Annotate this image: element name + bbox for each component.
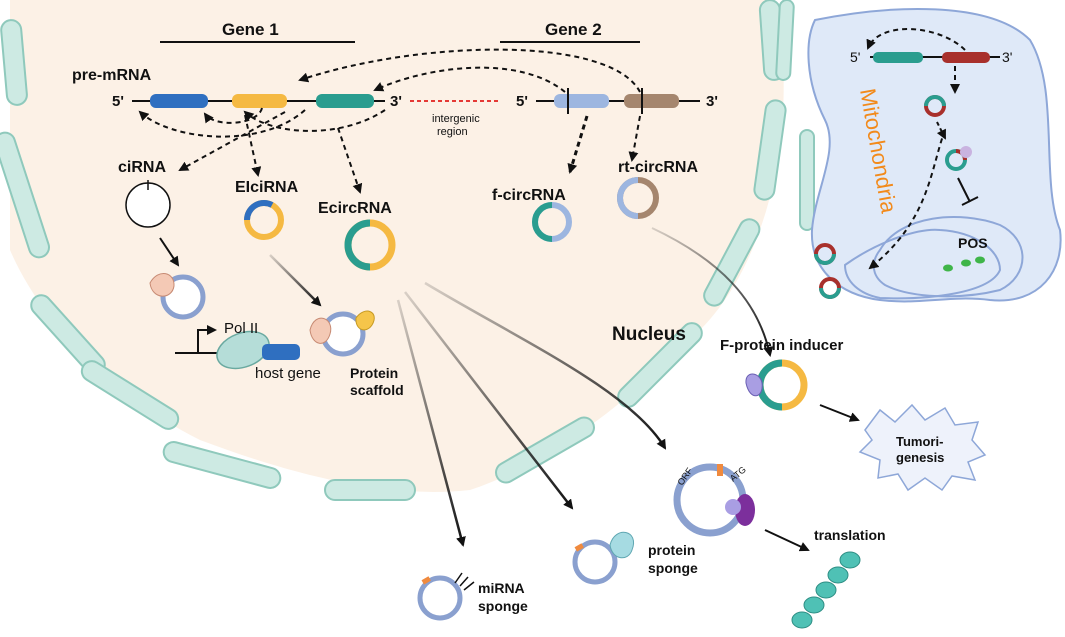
svg-text:5': 5' xyxy=(112,93,124,110)
cirna-label: ciRNA xyxy=(118,159,166,176)
pos-dots xyxy=(943,256,985,272)
rtcircrna-label: rt-circRNA xyxy=(618,159,698,176)
mito-circrna-3 xyxy=(814,243,836,265)
ecircrna-circle xyxy=(344,219,396,271)
peptide-chain xyxy=(791,551,861,629)
pre-mrna-label: pre-mRNA xyxy=(72,67,152,84)
protein-sponge-label-1: protein xyxy=(648,542,695,558)
cirna-pol2-complex xyxy=(149,273,300,370)
svg-text:3': 3' xyxy=(390,93,402,110)
exon-teal xyxy=(316,94,374,108)
cirna-circle xyxy=(125,180,171,228)
gene1-track: 5' 3' xyxy=(112,93,402,110)
ecircrna-arrows xyxy=(396,281,667,547)
gene2-track: 5' 3' xyxy=(516,88,718,114)
nuclear-envelope xyxy=(0,0,787,501)
elcirna-circle xyxy=(244,200,284,240)
nucleus-label: Nucleus xyxy=(612,324,686,345)
svg-text:5': 5' xyxy=(516,93,528,110)
pol2-label: Pol II xyxy=(224,320,258,337)
cell-membrane xyxy=(775,0,815,231)
translation-circrna xyxy=(673,463,755,537)
tumorigenesis-label-2: genesis xyxy=(896,450,944,465)
exon-yellow xyxy=(232,94,287,108)
fcircrna-label: f-circRNA xyxy=(492,187,566,204)
mito-circrna-1 xyxy=(924,95,946,117)
svg-text:3': 3' xyxy=(706,93,718,110)
protein-sponge-label-2: sponge xyxy=(648,560,698,576)
splicing-arrows xyxy=(138,48,641,194)
svg-text:region: region xyxy=(437,126,468,138)
gene2-label: Gene 2 xyxy=(545,20,602,39)
f-protein-inducer-circle xyxy=(745,359,808,411)
tumorigenesis-burst xyxy=(858,403,987,492)
mitochondria: Mitochondria 5' 3' POS xyxy=(807,7,1062,303)
mirna-sponge-circle xyxy=(417,572,475,621)
pos-label: POS xyxy=(958,235,988,251)
svg-text:intergenic: intergenic xyxy=(432,113,480,125)
host-gene-label: host gene xyxy=(255,365,321,382)
mito-circrna-4 xyxy=(819,277,841,299)
gene1-label: Gene 1 xyxy=(222,20,279,39)
f-protein-inducer-label: F-protein inducer xyxy=(720,337,843,354)
mito-three-prime: 3' xyxy=(1002,49,1012,65)
mito-five-prime: 5' xyxy=(850,49,860,65)
protein-sponge-circle xyxy=(572,531,635,585)
ecircrna-label: EcircRNA xyxy=(318,200,392,217)
protein-scaffold xyxy=(309,310,375,357)
fcircrna-circle xyxy=(532,202,572,242)
protein-scaffold-label-1: Protein xyxy=(350,365,398,381)
tumorigenesis-label-1: Tumori- xyxy=(896,434,943,449)
rtcircrna-circle xyxy=(617,177,659,219)
mirna-sponge-label-1: miRNA xyxy=(478,580,525,596)
elcirna-label: EIciRNA xyxy=(235,179,299,196)
mito-circrna-2 xyxy=(945,146,972,171)
nucleus xyxy=(0,0,815,501)
protein-scaffold-label-2: scaffold xyxy=(350,382,404,398)
exon-blue xyxy=(150,94,208,108)
translation-label: translation xyxy=(814,527,886,543)
mirna-sponge-label-2: sponge xyxy=(478,598,528,614)
